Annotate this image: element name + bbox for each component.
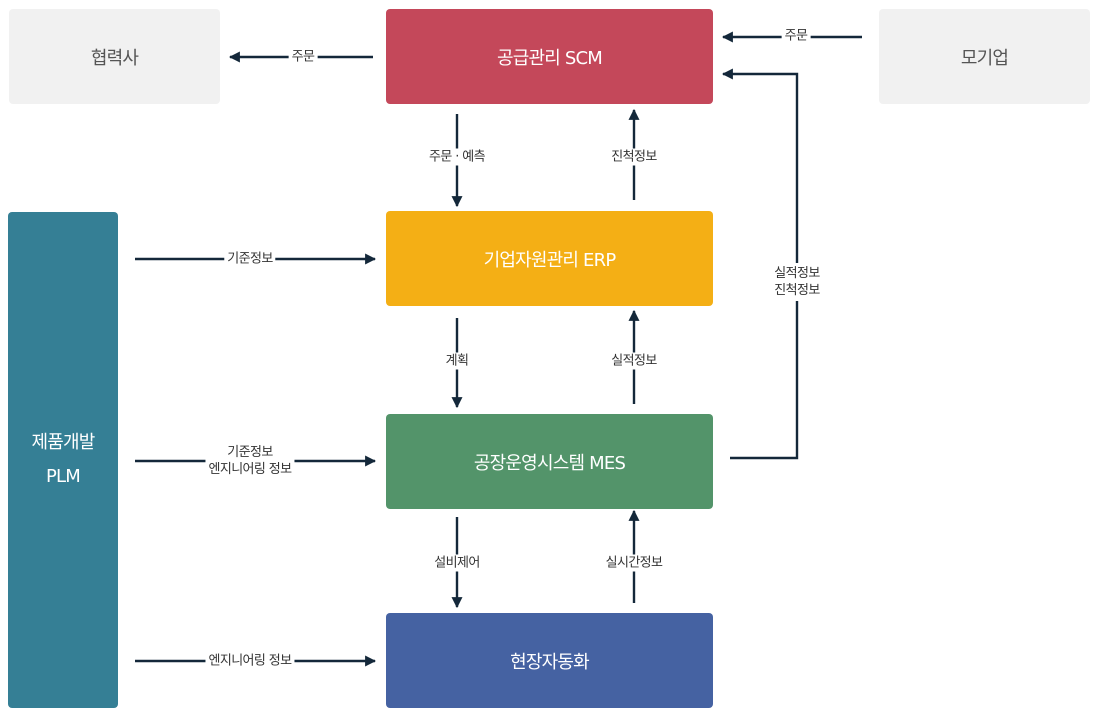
mes-box: 공장운영시스템 MES: [386, 414, 713, 509]
scm-label: 공급관리 SCM: [496, 47, 603, 69]
erp-box: 기업자원관리 ERP: [386, 211, 713, 306]
partner-box: 협력사: [9, 9, 220, 104]
erp-label: 기업자원관리 ERP: [483, 249, 617, 271]
edge-label-plm-to-erp: 기준정보: [224, 250, 276, 268]
scm-box: 공급관리 SCM: [386, 9, 713, 104]
edge-label-plm-to-mes: 기준정보 엔지니어링 정보: [205, 442, 295, 480]
edge-label-mes-to-scm: 실적정보 진척정보: [771, 263, 823, 301]
edge-label-mes-to-automation: 설비제어: [431, 554, 483, 572]
edge-label-mes-to-erp: 실적정보: [608, 352, 660, 370]
partner-label: 협력사: [90, 47, 139, 69]
plm-box: 제품개발 PLM: [8, 212, 118, 708]
edge-label-parent-to-scm: 주문: [781, 27, 811, 45]
edge-label-scm-to-partner: 주문: [288, 48, 318, 66]
plm-label-line2: PLM: [45, 466, 81, 487]
parent-company-label: 모기업: [960, 47, 1009, 69]
edge-label-scm-to-erp: 주문 · 예측: [425, 148, 489, 166]
edge-label-plm-to-automation: 엔지니어링 정보: [205, 652, 295, 670]
parent-company-box: 모기업: [879, 9, 1090, 104]
edge-label-mes-to-scm-line2: 진척정보: [774, 283, 820, 298]
automation-box: 현장자동화: [386, 613, 713, 708]
edge-label-erp-to-mes: 계획: [442, 352, 472, 370]
edge-label-mes-to-scm-line1: 실적정보: [774, 266, 820, 281]
plm-label-line1: 제품개발: [31, 432, 95, 453]
edge-label-plm-to-mes-line2: 엔지니어링 정보: [208, 462, 292, 477]
edge-label-erp-to-scm: 진척정보: [608, 148, 660, 166]
mes-label: 공장운영시스템 MES: [473, 452, 626, 474]
edge-label-automation-to-mes: 실시간정보: [602, 554, 666, 572]
edge-label-plm-to-mes-line1: 기준정보: [227, 445, 273, 460]
automation-label: 현장자동화: [510, 651, 590, 673]
